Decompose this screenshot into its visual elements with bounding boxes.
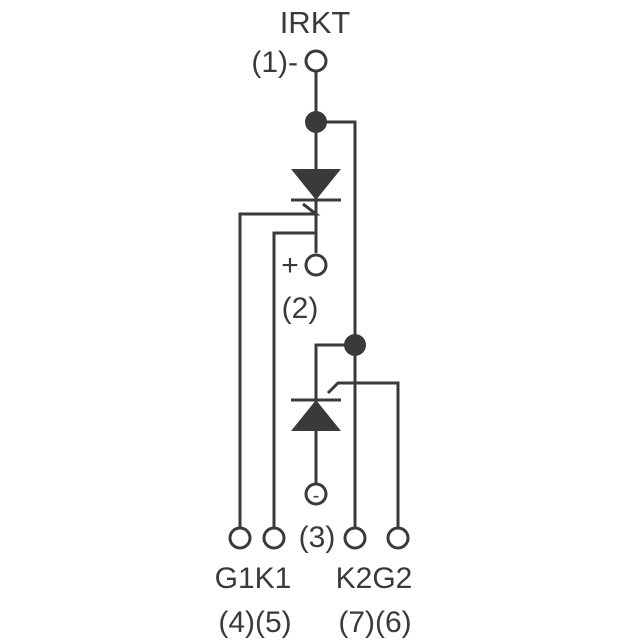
thyristor-2 bbox=[291, 398, 341, 431]
module-title: IRKT bbox=[280, 5, 351, 40]
terminal-2-label: (2) bbox=[282, 292, 319, 325]
bottom-pins-left: (4)(5) bbox=[218, 606, 291, 639]
terminal-1-label: (1)- bbox=[251, 46, 298, 79]
bottom-pins-right: (7)(6) bbox=[338, 606, 411, 639]
terminal-3-label: (3) bbox=[299, 521, 336, 554]
terminal-1 bbox=[304, 49, 328, 73]
terminal-2 bbox=[304, 253, 328, 277]
terminal-4 bbox=[228, 526, 252, 550]
junction-node-middle bbox=[344, 334, 366, 356]
thyristor-1 bbox=[291, 169, 341, 202]
terminal-3: - bbox=[304, 482, 328, 507]
terminal-7 bbox=[343, 526, 367, 550]
terminal-2-sign: + bbox=[281, 249, 299, 282]
bottom-names-right: K2G2 bbox=[336, 562, 413, 595]
bottom-names-left: G1K1 bbox=[215, 562, 292, 595]
terminal-5 bbox=[262, 526, 286, 550]
terminal-6 bbox=[386, 526, 410, 550]
junction-node-top bbox=[305, 111, 327, 133]
terminal-3-sign: - bbox=[313, 485, 320, 507]
wiring bbox=[238, 72, 400, 533]
